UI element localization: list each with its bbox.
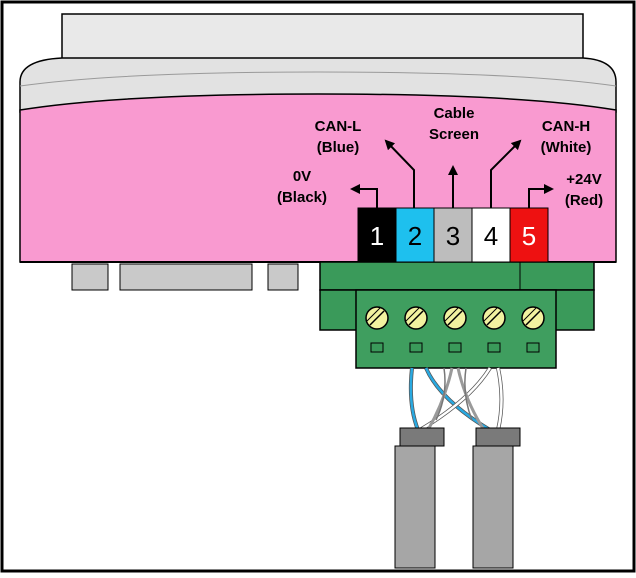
arrow-icon <box>350 184 378 208</box>
pin-number: 4 <box>484 221 498 251</box>
label-pin4-line1: CAN-H <box>542 118 590 135</box>
label-pin1-line1: 0V <box>293 168 311 185</box>
label-pin2-line2: (Blue) <box>317 139 360 156</box>
housing-highlight <box>19 71 617 87</box>
wire-entry-slot <box>409 342 423 353</box>
plug-upper-rail <box>319 261 595 291</box>
wire-entry-slot <box>526 342 540 353</box>
screw-terminals <box>365 306 545 353</box>
pin-number: 2 <box>408 221 422 251</box>
cable-ferrule-left <box>399 427 445 447</box>
cable-right <box>472 445 514 569</box>
wire-entry-slot <box>448 342 462 353</box>
mount-foot-left <box>71 263 109 291</box>
wire-entry-slot <box>370 342 384 353</box>
cable-ferrule-right <box>475 427 521 447</box>
cable-wires <box>408 366 504 432</box>
pin-5 <box>509 207 549 263</box>
label-pin1-line2: (Black) <box>277 189 327 206</box>
pin-number: 5 <box>522 221 536 251</box>
label-pin3-line2: Screen <box>429 126 479 143</box>
housing-top-lip <box>61 13 584 61</box>
pin-number: 3 <box>446 221 460 251</box>
label-pin5-line2: (Red) <box>565 192 603 209</box>
arrow-icon <box>384 139 415 208</box>
d-connector-shell <box>119 263 253 291</box>
pin-number: 1 <box>370 221 384 251</box>
wire-entry-slot <box>487 342 501 353</box>
pin-block: 1 2 3 4 5 <box>357 207 549 263</box>
label-pin2-line1: CAN-L <box>315 118 362 135</box>
callout-arrows <box>350 139 554 208</box>
label-pin5-line1: +24V <box>566 171 601 188</box>
arrow-icon <box>490 139 522 208</box>
label-pin4-line2: (White) <box>541 139 592 156</box>
mount-foot-right <box>267 263 299 291</box>
arrow-icon <box>528 184 554 208</box>
label-pin3-line1: Cable <box>434 105 475 122</box>
cable-left <box>394 445 436 569</box>
pin-labels: 0V (Black) CAN-L (Blue) Cable Screen CAN… <box>277 105 603 209</box>
